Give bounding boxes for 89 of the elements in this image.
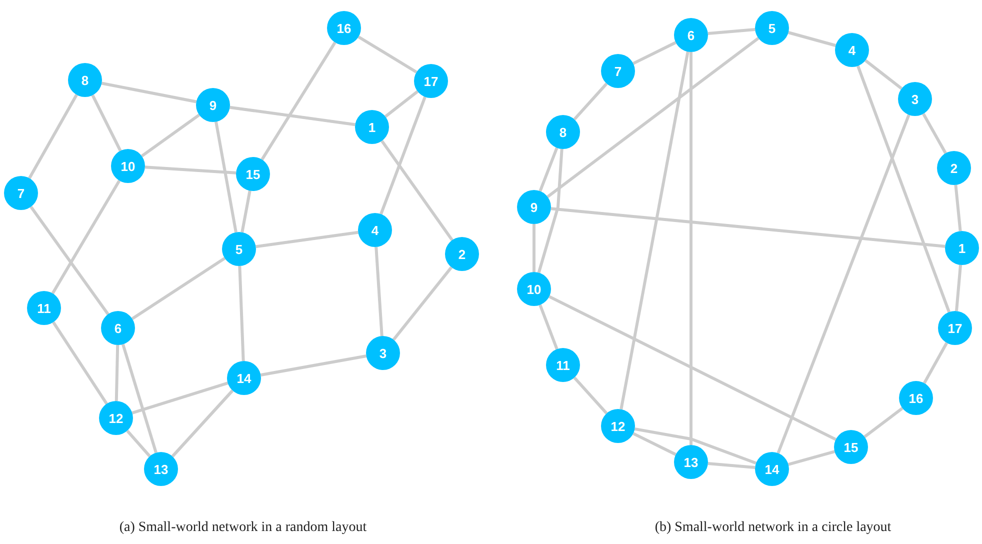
edge-line — [538, 147, 558, 192]
edge-line — [690, 52, 692, 445]
edge-line — [126, 430, 151, 458]
edge-line — [260, 42, 336, 160]
edge-line — [260, 354, 367, 376]
edge-line — [573, 376, 608, 414]
edge-line — [144, 166, 236, 174]
edge-line — [384, 90, 419, 118]
network-node: 7 — [601, 54, 635, 88]
edge-line — [132, 382, 228, 414]
edge-line — [708, 462, 756, 470]
network-node: 13 — [144, 452, 178, 486]
network-node: 16 — [327, 11, 361, 45]
network-node: 8 — [546, 115, 580, 149]
edge-line — [546, 37, 760, 198]
edge-line — [30, 206, 110, 316]
edge-line — [140, 114, 200, 158]
network-node: 17 — [414, 64, 448, 98]
edge-line — [922, 342, 948, 384]
edge-line — [537, 148, 564, 274]
edge-line — [864, 59, 902, 90]
network-node: 17 — [938, 311, 972, 345]
figure-caption: (a) Small-world network in a random layout — [119, 520, 367, 536]
network-node: 13 — [674, 445, 708, 479]
edge-line — [620, 51, 690, 410]
edge-line — [380, 96, 426, 215]
network-node: 9 — [517, 190, 551, 224]
edge-line — [238, 266, 245, 362]
network-node: 3 — [898, 82, 932, 116]
network-node: 6 — [101, 311, 135, 345]
edge-line — [632, 41, 676, 65]
edge-line — [91, 94, 122, 152]
network-node: 11 — [27, 291, 61, 325]
network-node: 11 — [546, 348, 580, 382]
edge-line — [788, 450, 836, 466]
edge-line — [788, 31, 836, 47]
network-node: 15 — [834, 430, 868, 464]
network-node: 4 — [358, 213, 392, 247]
network-node: 15 — [236, 157, 270, 191]
network-node: 5 — [755, 11, 789, 45]
edge-line — [632, 432, 676, 456]
edge-line — [358, 36, 418, 74]
network-node: 2 — [445, 237, 479, 271]
network-node: 3 — [366, 336, 400, 370]
edge-line — [214, 121, 238, 233]
edge-line — [864, 407, 904, 438]
edge-line — [550, 207, 946, 248]
edge-line — [548, 295, 836, 441]
edge-line — [380, 140, 454, 241]
edge-line — [634, 428, 757, 464]
edge-line — [776, 114, 910, 454]
edge-line — [856, 65, 950, 313]
edge-line — [131, 257, 226, 320]
network-node: 12 — [601, 409, 635, 443]
edge-line — [28, 94, 78, 179]
edge-line — [954, 264, 962, 312]
edge-line — [392, 266, 453, 341]
network-node: 16 — [899, 381, 933, 415]
edge-line — [101, 82, 197, 104]
network-node: 10 — [517, 272, 551, 306]
network-node: 14 — [755, 452, 789, 486]
edge-line — [51, 180, 121, 294]
network-node: 5 — [222, 232, 256, 266]
network-node: 9 — [196, 88, 230, 122]
network-node: 4 — [835, 33, 869, 67]
edge-line — [256, 230, 358, 248]
network-node: 6 — [674, 18, 708, 52]
edge-line — [532, 224, 536, 272]
network-node: 2 — [937, 151, 971, 185]
edge-line — [374, 246, 384, 336]
edge-line — [708, 28, 756, 36]
figure-caption: (b) Small-world network in a circle layout — [654, 520, 892, 536]
network-node: 1 — [945, 231, 979, 265]
edge-line — [240, 190, 252, 233]
edge-line — [114, 344, 120, 402]
network-node: 12 — [99, 401, 133, 435]
edge-line — [954, 184, 962, 232]
network-node: 10 — [111, 149, 145, 183]
edge-line — [922, 113, 947, 154]
network-node: 1 — [355, 110, 389, 144]
edge-line — [171, 390, 234, 458]
network-node: 14 — [227, 361, 261, 395]
network-node: 8 — [68, 63, 102, 97]
network-node: 7 — [4, 176, 38, 210]
edge-line — [52, 321, 108, 405]
edge-line — [230, 106, 356, 126]
edge-line — [573, 82, 608, 120]
edge-line — [122, 344, 158, 454]
edge-line — [538, 304, 558, 350]
